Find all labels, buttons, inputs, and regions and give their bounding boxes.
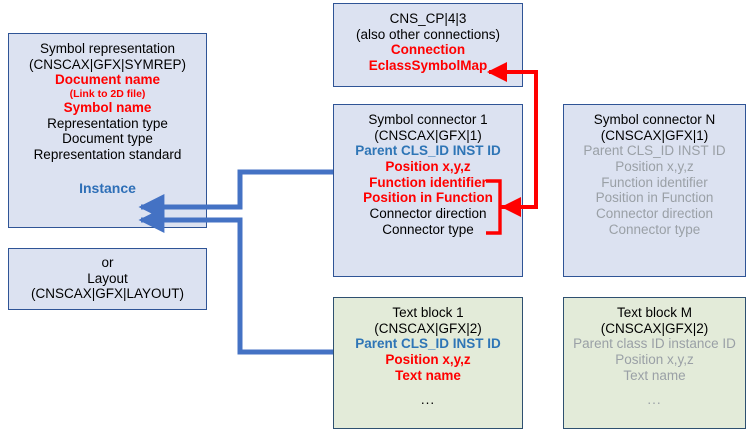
text-line: Text block 1 bbox=[392, 305, 464, 320]
text-line: EclassSymbolMap bbox=[368, 57, 488, 73]
text-line: (CNSCAX|GFX|SYMREP) bbox=[28, 56, 187, 72]
text-line: Symbol representation bbox=[39, 41, 176, 56]
text-line: Position in Function bbox=[363, 190, 493, 206]
box-symbol-connector-n[interactable]: Symbol connector N (CNSCAX|GFX|1) Parent… bbox=[563, 104, 746, 277]
text-line: Document type bbox=[62, 131, 153, 147]
text-line: Position x,y,z bbox=[385, 351, 471, 367]
text-line: Position in Function bbox=[595, 190, 714, 206]
text-line: Symbol connector N bbox=[593, 112, 716, 127]
text-line: ... bbox=[647, 392, 662, 408]
text-line: Function identifier bbox=[369, 174, 487, 190]
text-line: (Link to 2D file) bbox=[69, 87, 146, 100]
box-layout[interactable]: or Layout (CNSCAX|GFX|LAYOUT) bbox=[8, 248, 207, 310]
text-line: Representation standard bbox=[33, 147, 182, 163]
text-line: Function identifier bbox=[601, 174, 708, 190]
box-text-block-m[interactable]: Text block M (CNSCAX|GFX|2) Parent class… bbox=[563, 297, 746, 429]
text-line: Parent CLS_ID INST ID bbox=[583, 143, 726, 159]
text-line: Document name bbox=[54, 72, 161, 88]
text-line: (also other connections) bbox=[355, 26, 501, 42]
text-line: Connector direction bbox=[595, 205, 714, 221]
text-line: Connector direction bbox=[369, 205, 487, 221]
instance-label: Instance bbox=[79, 179, 136, 196]
text-line: (CNSCAX|GFX|1) bbox=[600, 127, 709, 143]
text-line: Text name bbox=[395, 367, 461, 383]
text-line: or bbox=[101, 255, 114, 270]
box-text-block-1[interactable]: Text block 1 (CNSCAX|GFX|2) Parent CLS_I… bbox=[333, 297, 523, 429]
text-line: Connector type bbox=[382, 221, 474, 237]
text-line: Text name bbox=[623, 367, 686, 383]
text-line: Text block M bbox=[616, 305, 693, 320]
text-line: Symbol connector 1 bbox=[368, 112, 488, 127]
text-line: Parent CLS_ID INST ID bbox=[355, 143, 501, 159]
text-line: Connector type bbox=[608, 221, 701, 237]
text-line: CNS_CP|4|3 bbox=[389, 11, 467, 26]
text-line: (CNSCAX|GFX|1) bbox=[374, 127, 482, 143]
text-line: Connection bbox=[390, 42, 466, 58]
text-line: (CNSCAX|GFX|2) bbox=[600, 320, 709, 336]
text-line: Position x,y,z bbox=[385, 158, 471, 174]
text-line: Representation type bbox=[47, 115, 168, 131]
text-line: (CNSCAX|GFX|LAYOUT) bbox=[30, 286, 185, 302]
text-line: Position x,y,z bbox=[615, 158, 694, 174]
text-line: Symbol name bbox=[63, 100, 152, 116]
text-line: Position x,y,z bbox=[615, 351, 694, 367]
box-symbol-connector-1[interactable]: Symbol connector 1 (CNSCAX|GFX|1) Parent… bbox=[333, 104, 523, 277]
text-line: Parent class ID instance ID bbox=[573, 336, 736, 352]
text-line: ... bbox=[420, 392, 436, 408]
text-line: (CNSCAX|GFX|2) bbox=[374, 320, 482, 336]
box-symbol-representation[interactable]: Symbol representation (CNSCAX|GFX|SYMREP… bbox=[8, 33, 207, 228]
text-line: Parent CLS_ID INST ID bbox=[355, 336, 501, 352]
text-line: Layout bbox=[87, 270, 128, 286]
box-cns-cp[interactable]: CNS_CP|4|3 (also other connections) Conn… bbox=[333, 3, 523, 87]
